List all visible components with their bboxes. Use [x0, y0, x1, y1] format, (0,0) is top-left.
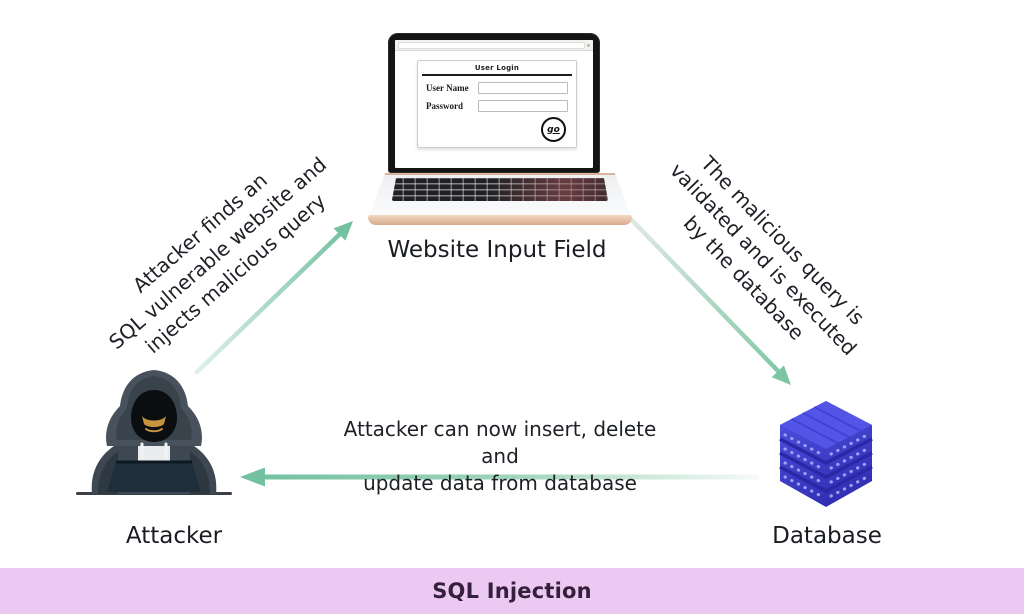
text-line: update data from database	[363, 471, 637, 495]
attacker-illustration	[76, 370, 232, 495]
laptop-illustration: User Login User Name Password go	[368, 31, 632, 225]
laptop-front-edge	[368, 215, 632, 225]
browser-address-bar	[398, 41, 585, 49]
arrowhead-left	[240, 467, 265, 487]
attacker-laptop	[107, 462, 201, 492]
database-indicator-dots	[783, 433, 869, 498]
login-form-title: User Login	[474, 64, 520, 72]
browser-menu-icon	[587, 43, 590, 47]
attacker-smile	[145, 428, 163, 433]
database-to-attacker-text: Attacker can now insert, delete and upda…	[328, 416, 672, 497]
title-divider	[422, 74, 572, 76]
text-line: Attacker can now insert, delete and	[343, 417, 657, 468]
laptop-keyboard	[391, 178, 609, 201]
password-input	[478, 100, 568, 112]
footer-bar: SQL Injection	[0, 568, 1024, 614]
username-label: User Name	[426, 83, 469, 93]
browser-toolbar	[395, 40, 593, 51]
attacker-face-glow	[142, 416, 166, 427]
website-to-database-text: The malicious query is validated and is …	[616, 109, 910, 410]
text-line: validated and is executed	[665, 158, 862, 361]
laptop-display: User Login User Name Password go	[395, 40, 593, 168]
attacker-to-website-text: Attacker finds an SQL vulnerable website…	[63, 111, 373, 395]
go-button: go	[541, 117, 566, 142]
database-label: Database	[772, 523, 882, 549]
username-row: User Name	[426, 82, 568, 94]
database-layer-grooves	[779, 437, 873, 493]
laptop-screen-bezel: User Login User Name Password go	[388, 33, 600, 173]
login-form-panel: User Login User Name Password go	[417, 60, 577, 148]
database-icon	[779, 401, 873, 507]
attacker-label: Attacker	[125, 523, 223, 549]
top-face-stripes	[791, 406, 861, 444]
password-label: Password	[426, 101, 464, 111]
username-input	[478, 82, 568, 94]
text-line: SQL vulnerable website and	[104, 152, 332, 354]
website-input-field-label: Website Input Field	[387, 237, 607, 263]
laptop-keyboard-deck	[368, 173, 632, 218]
hood-opening	[131, 390, 177, 442]
diagram-title: SQL Injection	[432, 579, 592, 603]
arrowhead-down-right	[771, 365, 791, 385]
hoodie-strings	[140, 442, 168, 460]
password-row: Password	[426, 100, 568, 112]
